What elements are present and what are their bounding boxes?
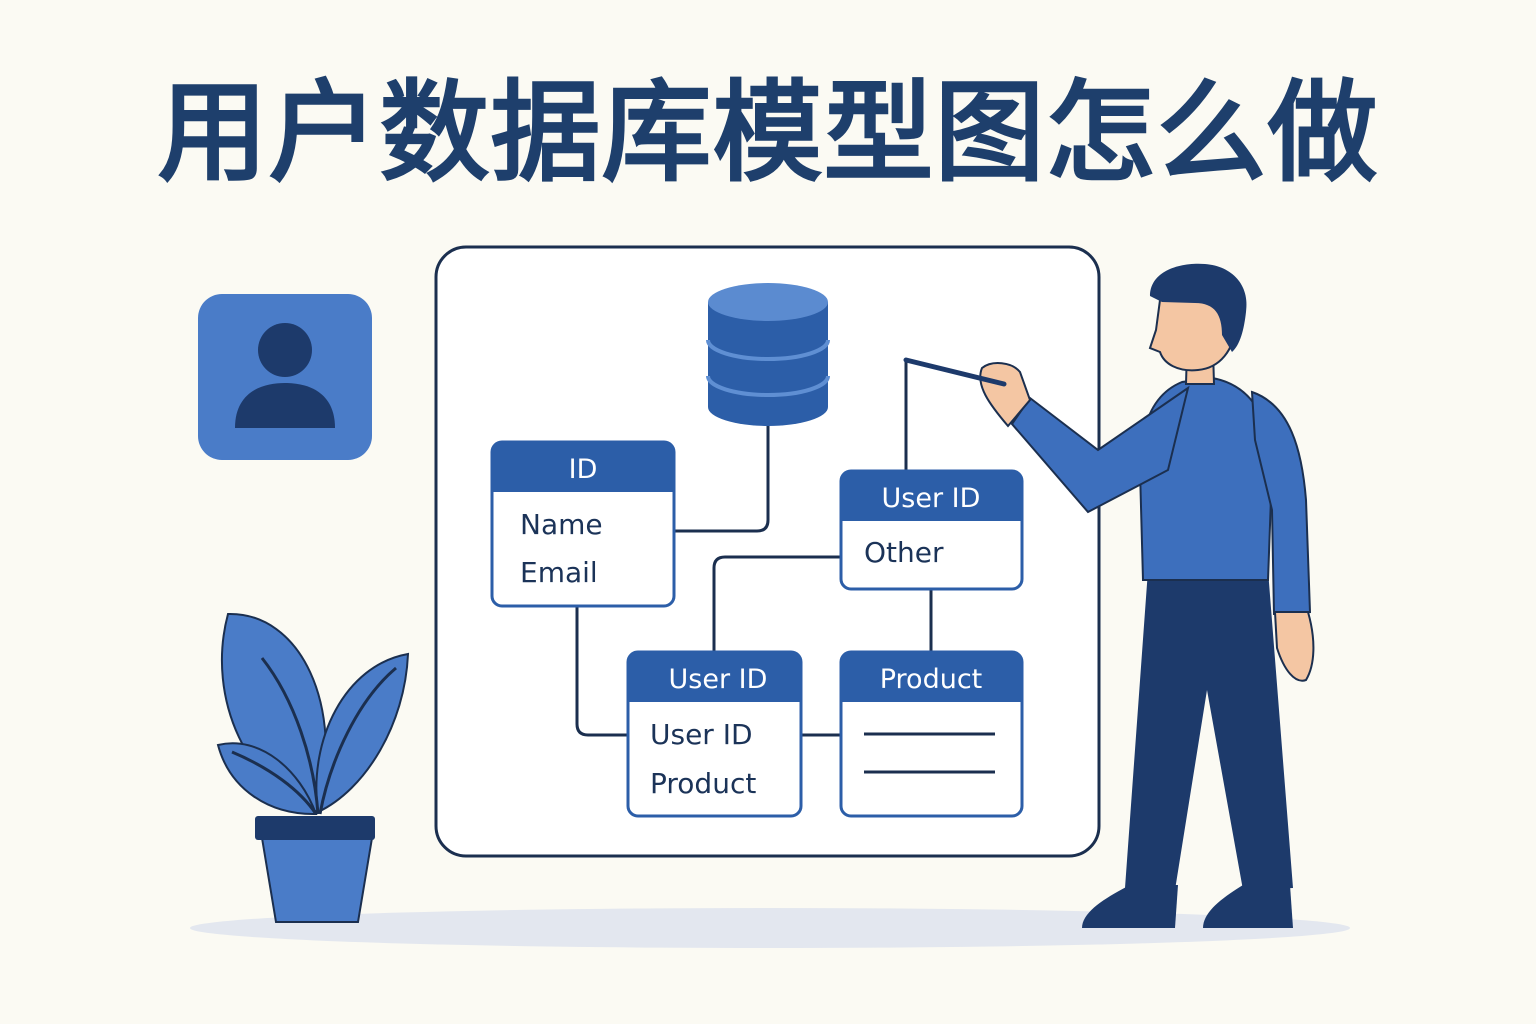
table-users-field-name: Name <box>520 508 603 541</box>
potted-plant-icon <box>216 612 410 923</box>
table-product-header: Product <box>880 664 983 695</box>
table-orders-field-user-id: User ID <box>650 718 753 751</box>
table-users-header: ID <box>569 454 598 485</box>
database-icon <box>706 283 830 426</box>
table-orders-header: User ID <box>669 664 768 695</box>
table-users: ID Name Email <box>490 440 676 608</box>
table-user-other: User ID Other <box>839 469 1024 591</box>
presenter-illustration <box>903 263 1315 928</box>
table-users-field-email: Email <box>520 556 598 589</box>
table-user-other-field-other: Other <box>864 536 944 569</box>
table-user-other-header: User ID <box>882 483 981 514</box>
table-product: Product <box>839 650 1024 818</box>
table-orders-field-product: Product <box>650 767 756 800</box>
user-avatar-icon <box>198 294 372 460</box>
floor-shadow <box>190 908 1350 948</box>
page-title: 用户数据库模型图怎么做 <box>157 69 1379 197</box>
table-orders: User ID User ID Product <box>626 650 803 818</box>
